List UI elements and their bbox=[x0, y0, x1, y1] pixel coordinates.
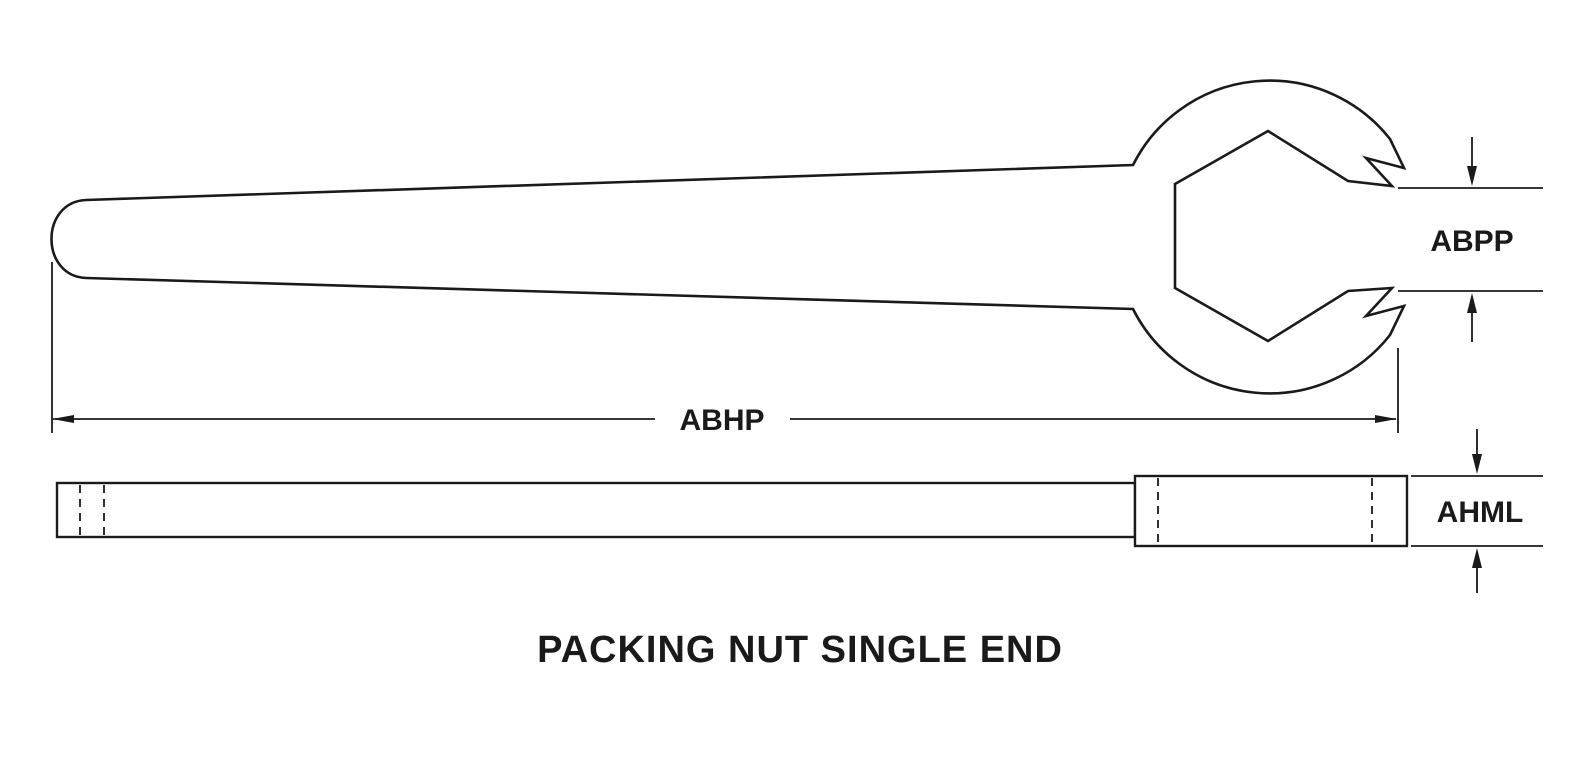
dimension-arrowhead-right bbox=[1375, 415, 1397, 423]
side-view-head bbox=[1133, 474, 1409, 548]
dimension-arrowhead-down bbox=[1467, 166, 1477, 186]
dimension-abpp: ABPP bbox=[1398, 137, 1543, 342]
wrench-top-view-outline bbox=[50, 79, 1407, 395]
drawing-title: PACKING NUT SINGLE END bbox=[537, 629, 1063, 671]
wrench-side-view bbox=[55, 474, 1409, 548]
dimension-arrowhead-up bbox=[1467, 293, 1477, 313]
dimension-arrowhead-left bbox=[52, 415, 74, 423]
side-view-handle bbox=[55, 481, 1137, 539]
wrench-top-view bbox=[50, 79, 1407, 395]
dim-label-ahml: AHML bbox=[1437, 496, 1524, 529]
dimension-abhp: ABHP bbox=[51, 262, 1399, 437]
dim-label-abpp: ABPP bbox=[1430, 225, 1513, 258]
dimension-arrowhead-down bbox=[1472, 454, 1482, 474]
dimension-arrowhead-up bbox=[1472, 548, 1482, 568]
dimension-ahml: AHML bbox=[1411, 429, 1543, 593]
dim-label-abhp: ABHP bbox=[679, 404, 764, 437]
